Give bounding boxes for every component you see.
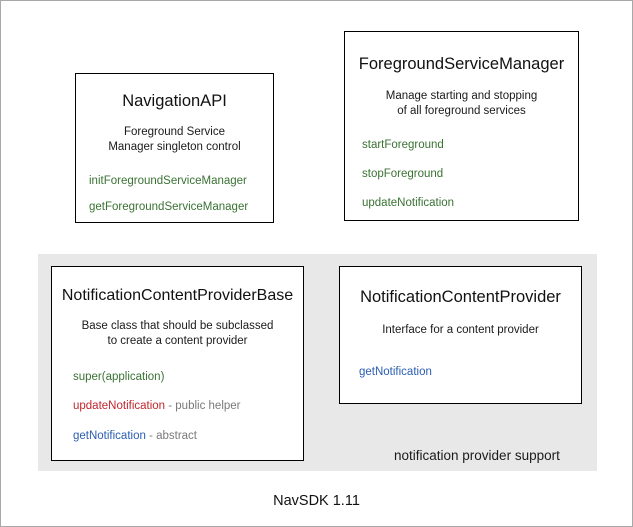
class-description-line: Manage starting and stopping bbox=[385, 89, 538, 102]
member-row[interactable]: getForegroundServiceManager bbox=[89, 201, 273, 215]
member-row[interactable]: startForeground bbox=[362, 139, 578, 153]
member-name: stopForeground bbox=[362, 167, 444, 180]
class-description-navigation-api: Foreground Service Manager singleton con… bbox=[76, 125, 273, 155]
member-name: getNotification bbox=[73, 430, 146, 443]
class-box-navigation-api[interactable]: NavigationAPI Foreground Service Manager… bbox=[75, 73, 274, 223]
class-box-notification-content-provider[interactable]: NotificationContentProvider Interface fo… bbox=[339, 266, 582, 404]
class-description-notification-content-provider: Interface for a content provider bbox=[340, 323, 581, 338]
member-name: startForeground bbox=[362, 139, 444, 152]
member-list-navigation-api: initForegroundServiceManager getForegrou… bbox=[76, 175, 273, 215]
member-name: initForegroundServiceManager bbox=[89, 175, 247, 188]
class-description-line: of all foreground services bbox=[397, 104, 526, 117]
class-title-notification-content-provider-base: NotificationContentProviderBase bbox=[61, 287, 294, 304]
class-title-navigation-api: NavigationAPI bbox=[122, 92, 227, 110]
member-name: updateNotification bbox=[362, 196, 455, 209]
member-note: - public helper bbox=[165, 400, 241, 413]
group-caption-notification-provider-support: notification provider support bbox=[394, 448, 560, 463]
class-description-notification-content-provider-base: Base class that should be subclassed to … bbox=[52, 319, 303, 349]
member-note: - abstract bbox=[145, 430, 198, 443]
member-row[interactable]: updateNotification bbox=[362, 197, 578, 211]
class-description-line: Manager singleton control bbox=[108, 140, 241, 153]
class-title-foreground-service-manager: ForegroundServiceManager bbox=[358, 55, 565, 73]
member-row[interactable]: super(application) bbox=[73, 371, 303, 385]
member-list-notification-content-provider: getNotification bbox=[340, 366, 581, 380]
member-list-notification-content-provider-base: super(application) updateNotification - … bbox=[52, 371, 303, 444]
member-row[interactable]: initForegroundServiceManager bbox=[89, 175, 273, 189]
member-name: getNotification bbox=[359, 365, 432, 378]
member-row[interactable]: getNotification - abstract bbox=[73, 430, 303, 444]
member-name: getForegroundServiceManager bbox=[89, 200, 249, 213]
member-row[interactable]: getNotification bbox=[359, 366, 581, 380]
class-title-notification-content-provider: NotificationContentProvider bbox=[360, 288, 561, 306]
member-row[interactable]: updateNotification - public helper bbox=[73, 400, 303, 414]
class-description-foreground-service-manager: Manage starting and stopping of all fore… bbox=[345, 89, 578, 119]
member-name: super(application) bbox=[73, 370, 165, 383]
class-description-line: to create a content provider bbox=[107, 335, 248, 348]
class-description-line: Base class that should be subclassed bbox=[81, 320, 274, 333]
class-description-line: Foreground Service bbox=[124, 125, 225, 138]
member-row[interactable]: stopForeground bbox=[362, 168, 578, 182]
class-description-line: Interface for a content provider bbox=[382, 323, 539, 336]
class-box-foreground-service-manager[interactable]: ForegroundServiceManager Manage starting… bbox=[344, 31, 579, 221]
class-box-notification-content-provider-base[interactable]: NotificationContentProviderBase Base cla… bbox=[51, 266, 304, 461]
member-name: updateNotification bbox=[73, 400, 166, 413]
member-list-foreground-service-manager: startForeground stopForeground updateNot… bbox=[345, 139, 578, 210]
sdk-version-label: NavSDK 1.11 bbox=[273, 493, 360, 509]
